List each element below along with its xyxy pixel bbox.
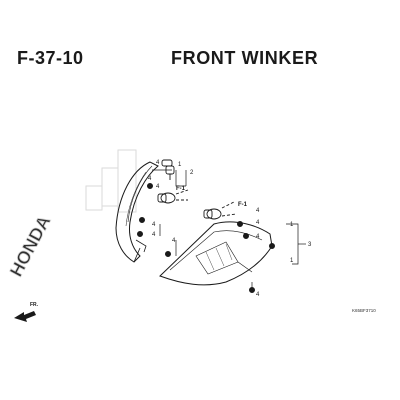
callout-part-4: 4 xyxy=(152,222,156,228)
bulb-socket-lower-left xyxy=(157,189,189,204)
callout-part-4: 4 xyxy=(256,220,260,226)
front-direction-arrow: FR. xyxy=(14,302,39,322)
honda-watermark-text: HONDA xyxy=(6,212,55,280)
callout-part-3: 3 xyxy=(308,242,312,248)
callout-part-4: 4 xyxy=(152,232,156,238)
callout-part-4: 4 xyxy=(156,160,160,166)
honda-wing-logo xyxy=(85,149,137,213)
callout-part-4: 4 xyxy=(148,176,152,182)
figure-title: FRONT WINKER xyxy=(171,48,319,68)
callout-part-1: 1 xyxy=(290,258,294,264)
callout-part-2: 2 xyxy=(190,170,194,176)
screw-icon xyxy=(165,251,171,257)
callout-ref-f1: F-1 xyxy=(176,186,186,192)
winker-lens-assembly xyxy=(115,161,159,263)
drawing-reference-code: K65BF3710 xyxy=(352,308,376,313)
callout-part-1: 1 xyxy=(290,222,294,228)
bulb-socket-lower-right xyxy=(203,201,237,220)
screw-icon xyxy=(139,217,145,223)
screw-icon xyxy=(137,231,143,237)
arrow-icon xyxy=(14,311,36,322)
leader-lines xyxy=(152,169,306,290)
callout-part-4: 4 xyxy=(172,238,176,244)
callout-part-1: 1 xyxy=(178,162,182,168)
winker-housing xyxy=(159,221,273,286)
callout-part-4: 4 xyxy=(156,184,160,190)
fr-label: FR. xyxy=(30,302,39,308)
callout-part-4: 4 xyxy=(256,208,260,214)
screw-icon xyxy=(147,183,153,189)
callout-part-4: 4 xyxy=(256,234,260,240)
callout-ref-f1: F-1 xyxy=(238,202,248,208)
figure-code: F-37-10 xyxy=(17,48,84,68)
honda-watermark: HONDA xyxy=(5,149,137,280)
callout-part-4: 4 xyxy=(256,292,260,298)
